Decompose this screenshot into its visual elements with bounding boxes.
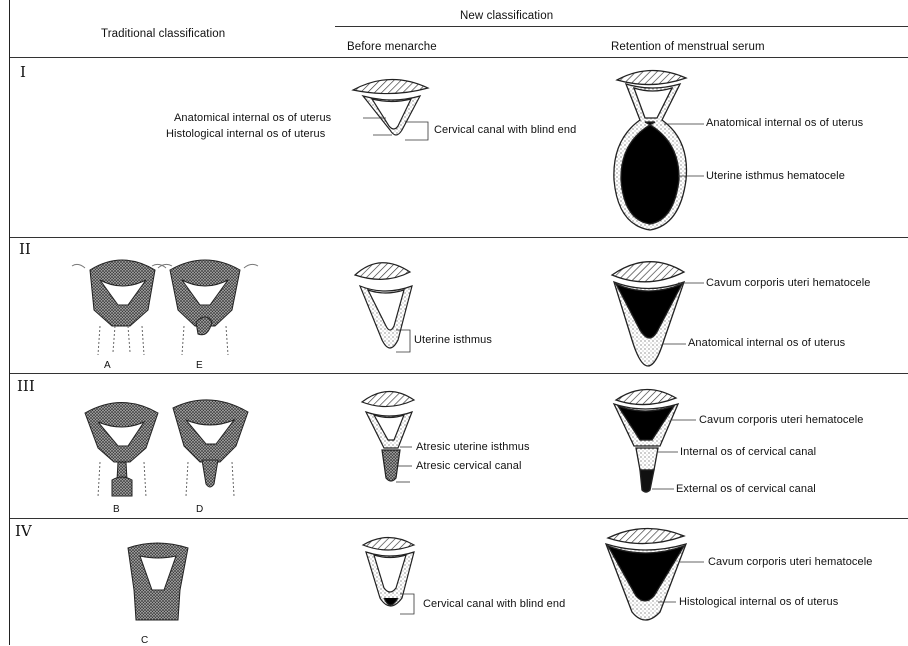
r1-ret-anat-os-label: Anatomical internal os of uterus	[706, 117, 863, 129]
r1-hist-os-label: Histological internal os of uterus	[166, 128, 325, 140]
r3-external-os-label: External os of cervical canal	[676, 483, 816, 495]
row4-before-uterus	[363, 538, 414, 607]
row3-trad-b	[85, 403, 158, 498]
row2-trad-a	[72, 260, 172, 355]
r2-isthmus-label: Uterine isthmus	[414, 334, 492, 346]
row3-trad-d	[173, 400, 248, 496]
r4-cavum-label: Cavum corporis uteri hematocele	[708, 556, 873, 568]
r3-atresic-isthmus-label: Atresic uterine isthmus	[416, 441, 530, 453]
row1-before-uterus	[353, 79, 428, 135]
r2-cavum-label: Cavum corporis uteri hematocele	[706, 277, 871, 289]
row2-trad-e	[152, 260, 258, 355]
row2-before-uterus	[355, 263, 412, 348]
r1-isthmus-hematocele-label: Uterine isthmus hematocele	[706, 170, 845, 182]
row3-retention-uterus	[614, 389, 678, 492]
row4-retention-uterus	[606, 528, 686, 620]
r3-internal-os-label: Internal os of cervical canal	[680, 446, 816, 458]
r4-blind-end-label: Cervical canal with blind end	[423, 598, 565, 610]
row1-retention-uterus	[614, 70, 687, 230]
r3-cavum-label: Cavum corporis uteri hematocele	[699, 414, 864, 426]
row2-retention-uterus	[612, 262, 684, 366]
r2-anat-os-label: Anatomical internal os of uterus	[688, 337, 845, 349]
row4-trad-c	[128, 543, 188, 620]
r1-anat-os-label: Anatomical internal os of uterus	[174, 112, 331, 124]
row3-before-uterus	[362, 391, 414, 481]
r1-blind-end-label: Cervical canal with blind end	[434, 124, 576, 136]
r3-atresic-canal-label: Atresic cervical canal	[416, 460, 522, 472]
r4-hist-os-label: Histological internal os of uterus	[679, 596, 838, 608]
